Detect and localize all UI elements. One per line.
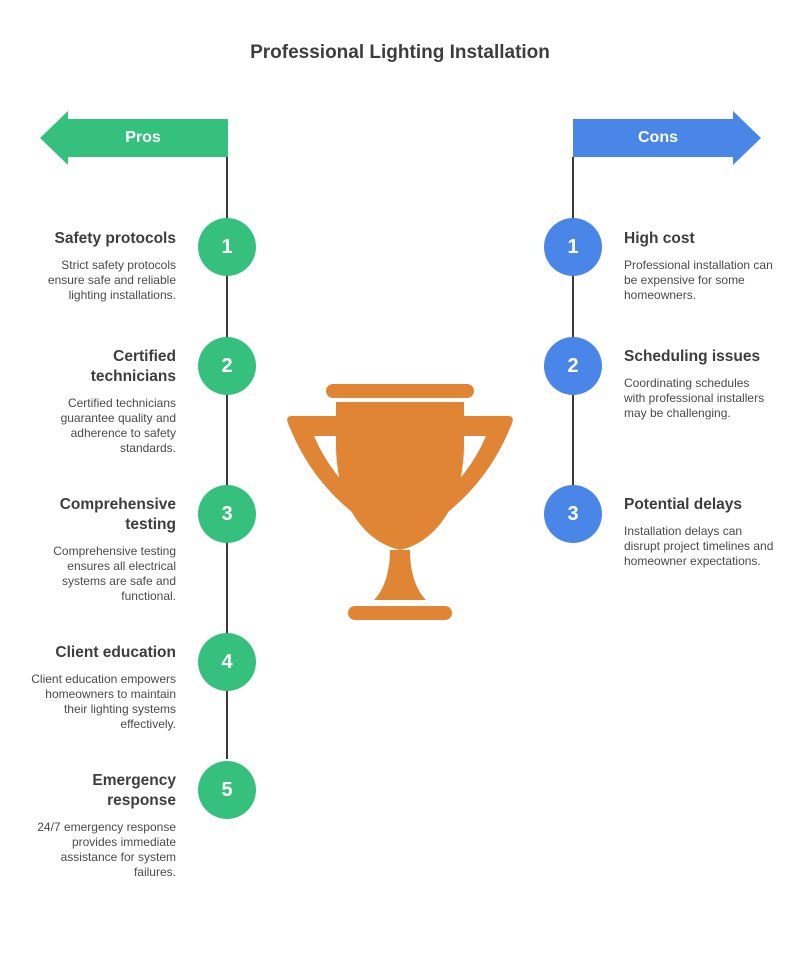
pros-step-2-badge: 2	[198, 337, 256, 395]
pros-item-desc: Certified technicians guarantee quality …	[60, 396, 176, 455]
pros-item-desc: Strict safety protocols ensure safe and …	[47, 258, 176, 302]
pros-timeline-line	[226, 157, 228, 759]
pros-step-1-badge: 1	[198, 218, 256, 276]
pros-item-4: Client education Client education empowe…	[26, 643, 176, 732]
pros-step-3-badge: 3	[198, 485, 256, 543]
cons-arrow: Cons	[573, 111, 761, 165]
pros-item-title: Client education	[55, 644, 176, 661]
cons-item-desc: Coordinating schedules with professional…	[624, 376, 765, 420]
cons-item-title: High cost	[624, 230, 695, 247]
pros-step-5-badge: 5	[198, 761, 256, 819]
cons-item-title: Potential delays	[624, 496, 743, 513]
pros-item-3: Comprehensive testing Comprehensive test…	[26, 495, 176, 604]
cons-item-3: Potential delays Installation delays can…	[624, 495, 774, 569]
pros-label: Pros	[125, 129, 161, 146]
cons-item-desc: Installation delays can disrupt project …	[624, 524, 774, 568]
pros-item-title: Emergency response	[92, 772, 176, 809]
left-arrow-icon	[40, 111, 228, 165]
cons-step-3-badge: 3	[544, 485, 602, 543]
cons-label: Cons	[638, 129, 678, 146]
pros-item-1: Safety protocols Strict safety protocols…	[26, 229, 176, 303]
right-arrow-icon	[573, 111, 761, 165]
pros-item-desc: Comprehensive testing ensures all electr…	[53, 544, 176, 603]
pros-item-desc: Client education empowers homeowners to …	[31, 672, 176, 731]
cons-timeline-line	[572, 157, 574, 487]
cons-item-title: Scheduling issues	[624, 348, 761, 365]
pros-step-4-badge: 4	[198, 633, 256, 691]
pros-item-title: Comprehensive testing	[59, 496, 176, 533]
pros-item-title: Certified technicians	[90, 348, 176, 385]
cons-item-1: High cost Professional installation can …	[624, 229, 774, 303]
cons-item-desc: Professional installation can be expensi…	[624, 258, 773, 302]
cons-step-2-badge: 2	[544, 337, 602, 395]
pros-item-5: Emergency response 24/7 emergency respon…	[26, 771, 176, 880]
pros-arrow: Pros	[40, 111, 228, 165]
pros-item-title: Safety protocols	[54, 230, 176, 247]
cons-step-1-badge: 1	[544, 218, 602, 276]
pros-item-2: Certified technicians Certified technici…	[26, 347, 176, 456]
cons-item-2: Scheduling issues Coordinating schedules…	[624, 347, 774, 421]
pros-item-desc: 24/7 emergency response provides immedia…	[37, 820, 176, 879]
page-title: Professional Lighting Installation	[250, 42, 550, 63]
trophy-icon	[287, 384, 513, 620]
